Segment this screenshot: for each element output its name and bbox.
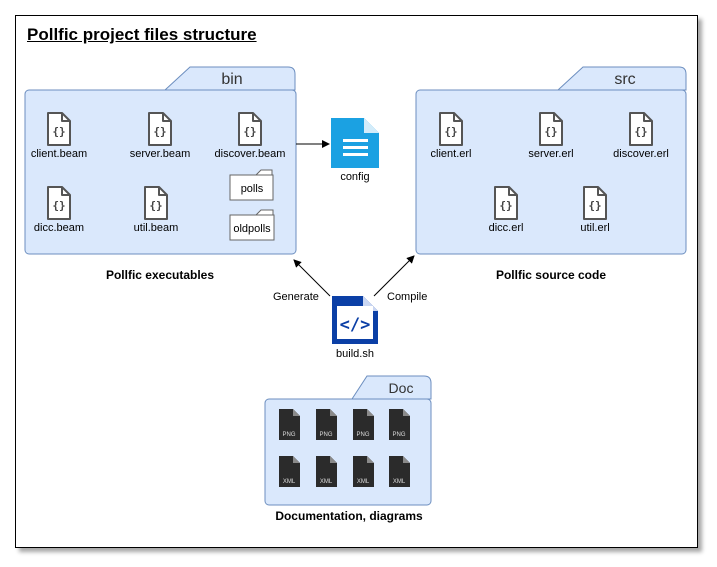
bin-folder[interactable]: bin client.beam server.beam discover.bea…	[24, 66, 297, 255]
file-dicc-beam[interactable]: dicc.beam	[34, 186, 84, 234]
code-file-icon	[539, 112, 563, 146]
bin-folder-tab-label: bin	[221, 71, 242, 88]
compile-arrow	[373, 255, 415, 297]
build-label: build.sh	[336, 348, 374, 360]
generate-arrow	[293, 259, 331, 297]
diagram-title: Pollfic project files structure	[27, 25, 257, 44]
xml-file[interactable]: XML	[353, 456, 374, 487]
src-folder-body	[415, 89, 687, 255]
file-client-beam[interactable]: client.beam	[31, 112, 87, 160]
file-util-beam[interactable]: util.beam	[134, 186, 179, 234]
file-type-label: XML	[393, 479, 406, 485]
png-file[interactable]: PNG	[316, 409, 337, 440]
code-file-icon	[629, 112, 653, 146]
file-server-beam[interactable]: server.beam	[130, 112, 191, 160]
subfolder-label: oldpolls	[233, 223, 271, 235]
svg-text:</>: </>	[340, 315, 371, 335]
file-label: util.erl	[580, 222, 609, 234]
generate-edge-label: Generate	[273, 291, 319, 303]
subfolder-polls[interactable]: polls	[229, 169, 274, 201]
src-caption: Pollfic source code	[496, 268, 606, 282]
code-file-icon	[144, 186, 168, 220]
file-label: discover.erl	[613, 148, 669, 160]
file-label: discover.beam	[215, 148, 286, 160]
file-discover-beam[interactable]: discover.beam	[215, 112, 286, 160]
file-type-label: XML	[320, 479, 333, 485]
subfolder-oldpolls[interactable]: oldpolls	[229, 209, 275, 241]
file-label: dicc.erl	[489, 222, 524, 234]
file-client-erl[interactable]: client.erl	[431, 112, 472, 160]
bin-caption: Pollfic executables	[106, 268, 214, 282]
file-util-erl[interactable]: util.erl	[580, 186, 610, 234]
compile-edge-label: Compile	[387, 291, 427, 303]
file-type-label: PNG	[356, 432, 369, 438]
file-type-label: PNG	[319, 432, 332, 438]
doc-folder-tab-label: Doc	[389, 380, 414, 396]
config-file[interactable]: config	[331, 118, 379, 183]
png-file[interactable]: PNG	[279, 409, 300, 440]
doc-folder-tab	[351, 375, 432, 400]
subfolder-label: polls	[241, 183, 264, 195]
code-file-icon	[238, 112, 262, 146]
src-folder-tab	[556, 66, 687, 91]
src-folder-tab-label: src	[614, 71, 635, 88]
bin-folder-body	[24, 89, 297, 255]
file-type-label: XML	[357, 479, 370, 485]
code-file-icon	[148, 112, 172, 146]
xml-file[interactable]: XML	[279, 456, 300, 487]
file-server-erl[interactable]: server.erl	[528, 112, 574, 160]
file-label: server.erl	[528, 148, 573, 160]
file-label: client.erl	[431, 148, 472, 160]
code-file-icon	[583, 186, 607, 220]
file-type-label: XML	[283, 479, 296, 485]
src-folder[interactable]: src client.erl server.erl discover.erl d…	[415, 66, 687, 255]
png-file[interactable]: PNG	[353, 409, 374, 440]
file-type-label: PNG	[392, 432, 405, 438]
file-type-label: PNG	[282, 432, 295, 438]
file-discover-erl[interactable]: discover.erl	[613, 112, 669, 160]
doc-caption: Documentation, diagrams	[275, 509, 423, 523]
bin-folder-tab	[163, 66, 296, 91]
code-file-icon	[494, 186, 518, 220]
file-label: util.beam	[134, 222, 179, 234]
xml-file[interactable]: XML	[389, 456, 410, 487]
build-script[interactable]: </> build.sh	[332, 296, 378, 360]
code-file-icon	[47, 112, 71, 146]
document-icon	[331, 118, 379, 168]
config-label: config	[340, 171, 369, 183]
code-file-icon	[47, 186, 71, 220]
doc-folder[interactable]: Doc PNG PNG PNG PNG XML XML XML XML	[264, 375, 432, 506]
file-label: dicc.beam	[34, 222, 84, 234]
file-label: client.beam	[31, 148, 87, 160]
xml-file[interactable]: XML	[316, 456, 337, 487]
code-file-icon	[439, 112, 463, 146]
png-file[interactable]: PNG	[389, 409, 410, 440]
code-brackets-icon: </>	[332, 296, 378, 344]
file-label: server.beam	[130, 148, 191, 160]
file-dicc-erl[interactable]: dicc.erl	[489, 186, 524, 234]
